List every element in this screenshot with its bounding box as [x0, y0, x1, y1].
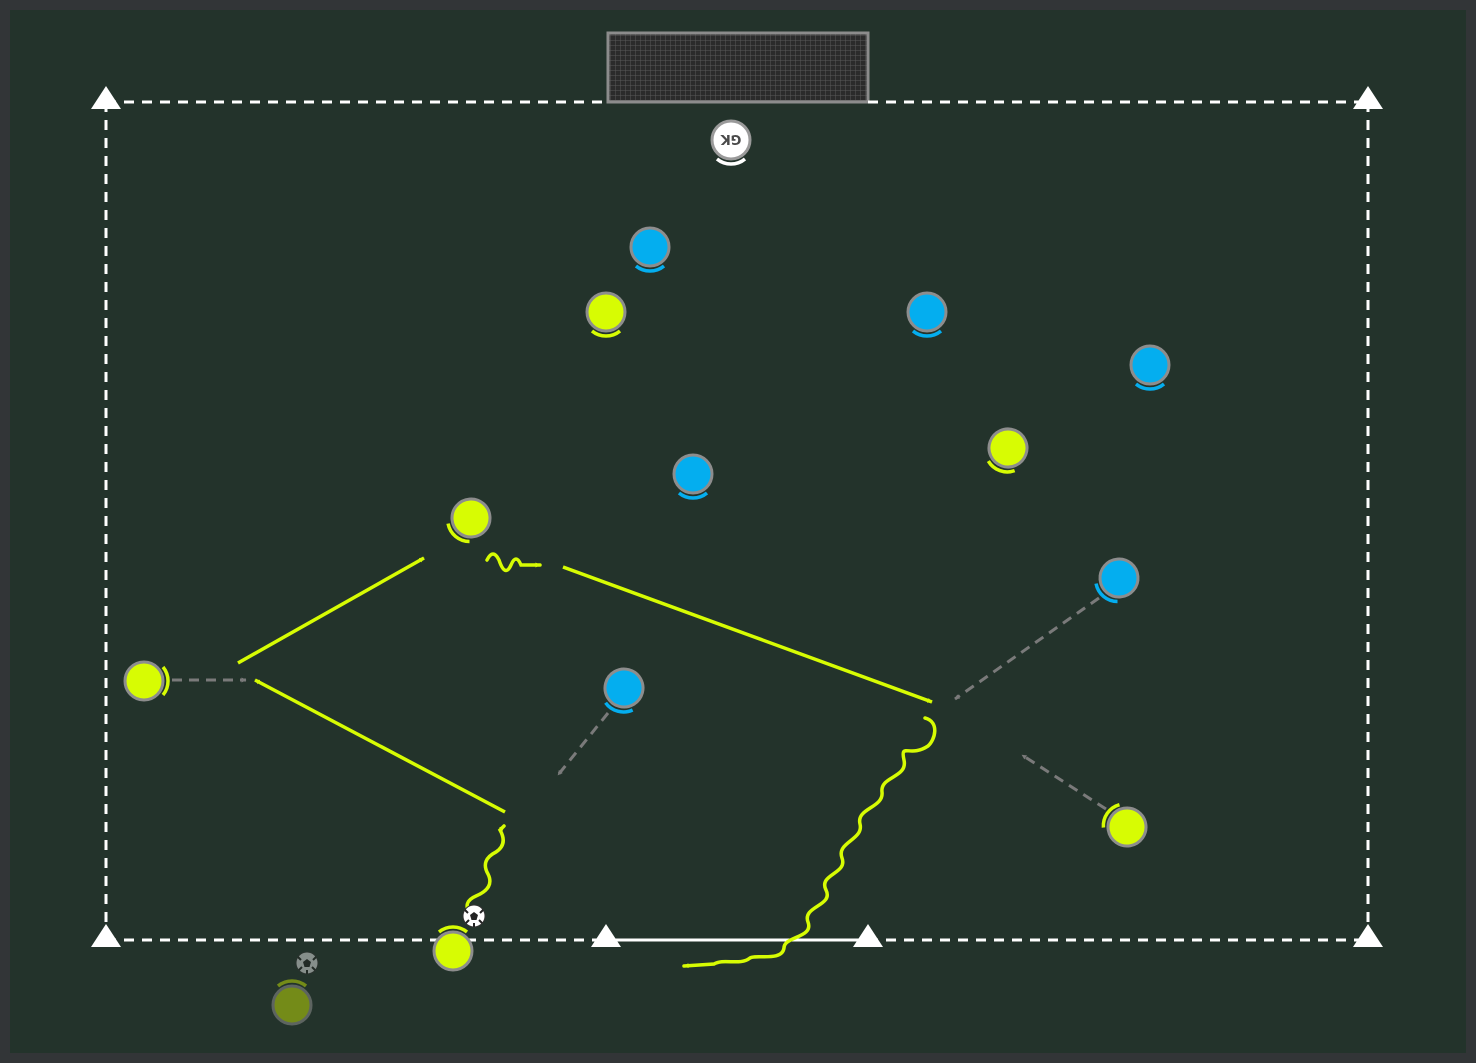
attacker-player[interactable]	[982, 424, 1032, 477]
defender-player[interactable]	[1129, 344, 1171, 391]
defender-player[interactable]	[1089, 551, 1146, 608]
dribble-lines	[465, 552, 937, 969]
dribble-arrow	[465, 824, 506, 916]
pass-arrow	[237, 556, 425, 665]
triangle-cone-icon	[591, 924, 621, 947]
dribble-arrow	[682, 716, 937, 969]
triangle-cone-icon	[1353, 924, 1383, 947]
attacker-player[interactable]	[441, 491, 498, 548]
soccer-ball-icon	[295, 951, 319, 975]
attacker-player-with-ball[interactable]	[432, 925, 474, 972]
soccer-ball-icon	[462, 904, 486, 928]
pass-lines	[237, 556, 933, 814]
dribble-arrow	[485, 552, 542, 573]
goal-net-icon	[606, 31, 870, 104]
triangle-cone-icon	[1353, 86, 1383, 109]
defender-player[interactable]	[906, 291, 948, 338]
attacker-player[interactable]	[1096, 798, 1153, 854]
pass-arrow	[254, 678, 506, 814]
goalkeeper-label: GK	[720, 131, 742, 146]
defender-player[interactable]	[599, 665, 647, 716]
triangle-cone-icon	[91, 86, 121, 109]
pass-arrow	[562, 565, 933, 704]
pitch-boundary	[104, 100, 1370, 942]
defender-player[interactable]	[672, 453, 714, 500]
triangle-cone-icon	[91, 924, 121, 947]
attacker-player[interactable]	[123, 660, 170, 702]
run-arrow	[556, 712, 610, 776]
triangle-cone-icon	[853, 924, 883, 947]
attackers	[123, 291, 1153, 972]
waiting-player[interactable]	[271, 979, 313, 1026]
pitch-surface	[10, 10, 1466, 1053]
cones	[91, 86, 1383, 947]
attacker-player[interactable]	[585, 291, 627, 338]
defenders	[599, 226, 1171, 716]
movement-lines	[172, 596, 1107, 811]
defender-player[interactable]	[629, 226, 671, 273]
goalkeeper-player[interactable]: GK	[710, 119, 752, 166]
run-arrow	[954, 596, 1100, 701]
